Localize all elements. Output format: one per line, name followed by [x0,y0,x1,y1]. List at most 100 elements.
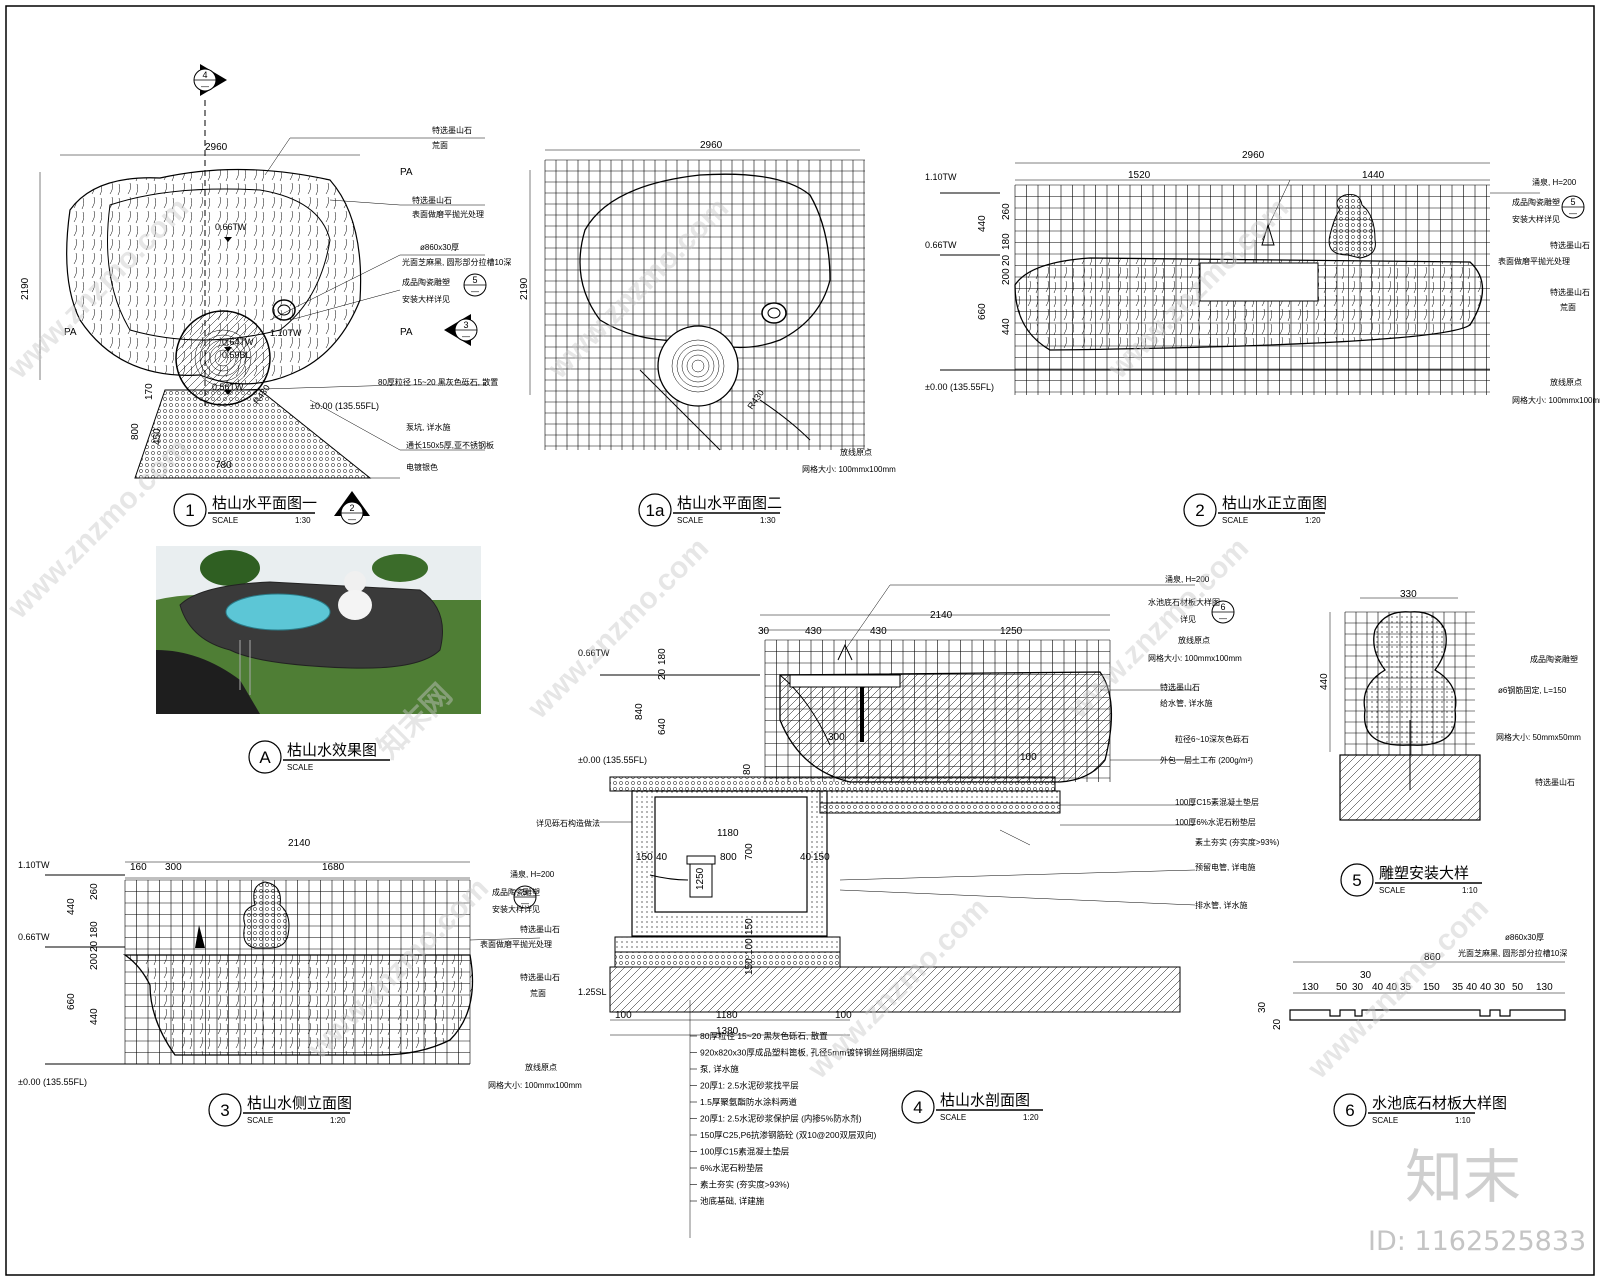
v4-dim-40b: 40 [800,852,812,863]
title-number-v5: 5 [1352,871,1361,890]
title-number-vA: A [259,748,271,767]
v4-layer-list: 80厚粒径 15~20 黑灰色砾石, 散置920x820x30厚成品塑料篦板, … [690,1031,923,1206]
v1-lv-000: ±0.00 (135.55FL) [310,401,379,411]
v6-dim-30: 30 [1360,970,1372,981]
title-circle-v2 [1183,493,1217,527]
callout-sheet-c2: — [348,515,356,524]
v3-dim-200: 200 [89,953,100,970]
v2-dim-1440: 1440 [1362,170,1385,181]
v4-dim-40a: 40 [656,852,668,863]
title-scale-v5: 1:10 [1462,886,1478,895]
v4-note-1: 涌泉, H=200 [1165,574,1210,584]
v1a-note-grid: 网格大小: 100mmx100mm [802,464,896,474]
view-5-sculpture-detail [1329,597,1481,821]
v3-note-6: 特选墨山石 [520,972,560,982]
watermark-id: ID: 1162525833 [1368,1226,1586,1257]
callout-number-c6: 6 [1220,602,1225,612]
v1-note-12: 电镀银色 [406,462,438,472]
v2-note-1: 涌泉, H=200 [1532,177,1577,187]
title-scale-label-v1a: SCALE [677,516,703,525]
v4-dim-430a: 430 [805,626,822,637]
view-6-slab-detail [1289,961,1566,1021]
v1-note-10: 泵坑, 详水施 [406,422,450,432]
v4-dim-300: 300 [828,732,845,743]
v2-dim-200: 200 [1001,268,1012,285]
v4-layer-item: 20厚1: 2.5水泥砂浆找平层 [700,1081,799,1091]
title-scale-label-v5: SCALE [1379,886,1405,895]
v4-note-2: 水池底石材板大样图 [1148,597,1220,607]
v4-layer-item: 20厚1: 2.5水泥砂浆保护层 (内掺5%防水剂) [700,1114,862,1124]
watermark-5: www.znzmo.com [521,532,715,726]
v3-note-5: 表面做磨平抛光处理 [480,939,552,949]
v4-layer-item: 920x820x30厚成品塑料篦板, 孔径5mm镀锌钢丝网捆绑固定 [700,1048,923,1058]
v4-dim-150b: 150 [813,852,830,863]
v4-note-6: 特选墨山石 [1160,682,1200,692]
v1-note-8: 安装大样详见 [402,294,450,304]
v1-pa1: PA [400,167,413,178]
v2-note-6: 特选墨山石 [1550,287,1590,297]
v2-dim-20: 20 [1001,254,1012,266]
title-circle-vA [248,740,282,774]
title-number-v6: 6 [1345,1101,1354,1120]
title-scale-v2: 1:20 [1305,516,1321,525]
v6-dim-35b: 35 [1452,982,1464,993]
v4-note-13: 预留电管, 详电施 [1195,862,1255,872]
v6-dim-30c: 30 [1494,982,1506,993]
v4-lv-066: 0.66TW [578,648,610,658]
v6-dim-v20: 20 [1272,1018,1283,1030]
v4-lv-125: 1.25SL [578,987,607,997]
title-text-vA: 枯山水效果图 [287,742,377,759]
sheet-border [5,5,1595,1276]
v4-dim-150a: 150 [636,852,653,863]
callout-symbols: 4—3—2—5—5—5—6— [193,64,1585,909]
callout-sheet-c5a: — [471,287,479,296]
v1a-dim-width: 2960 [700,140,723,151]
v6-dim-40b: 40 [1386,982,1398,993]
v4-note-8: 粒径6~10深灰色砾石 [1175,734,1249,744]
view-a-render [156,546,481,714]
title-text-v1a: 枯山水平面图二 [677,495,782,512]
v4-note-3: 详见 [1180,614,1196,624]
v4-note-5: 网格大小: 100mmx100mm [1148,653,1242,663]
title-scale-v3: 1:20 [330,1116,346,1125]
title-circle-v5 [1340,863,1374,897]
v4-dim-2140: 2140 [930,610,953,621]
v1-dim-780: 780 [215,460,232,471]
v1-lv-110: 1.10TW [270,328,302,338]
v3-note-9: 网格大小: 100mmx100mm [488,1080,582,1090]
v5-note-2: ø6钢筋固定, L=150 [1498,685,1567,695]
v4-note-11: 100厚6%水泥石粉垫层 [1175,817,1256,827]
v2-dim-width: 2960 [1242,150,1265,161]
v3-lv-066: 0.66TW [18,932,50,942]
v2-note-5: 表面做磨平抛光处理 [1498,256,1570,266]
v4-layer-item: 150厚C25,P6抗渗钢筋砼 (双10@200双层双向) [700,1130,876,1140]
callout-sheet-c6: — [1219,614,1227,623]
v2-note-2: 成品陶瓷雕塑 [1512,197,1560,207]
v3-dim-20: 20 [89,940,100,952]
callout-number-c3: 3 [463,320,468,330]
v3-dim-160: 160 [130,862,147,873]
v4-dim-800: 800 [720,852,737,863]
v2-dim-440: 440 [977,215,988,232]
v4-note-15: 详见砾石构造做法 [536,818,600,828]
title-scale-v4: 1:20 [1023,1113,1039,1122]
title-circle-v4 [901,1090,935,1124]
v4-note-14: 排水管, 详水施 [1195,900,1247,910]
v3-lv-110: 1.10TW [18,860,50,870]
title-scale-label-v4: SCALE [940,1113,966,1122]
v3-dim-440b: 440 [89,1008,100,1025]
v6-dim-860: 860 [1424,952,1441,963]
title-scale-v1a: 1:30 [760,516,776,525]
v4-dim-840: 840 [634,703,645,720]
v1a-dim-height: 2190 [519,277,530,300]
v1-lv-064: 0.64TW [222,337,254,347]
v1-note-9: 80厚粒径 15~20 黑灰色砾石, 散置 [378,377,498,387]
v5-note-3: 网格大小: 50mmx50mm [1496,732,1581,742]
v4-dim-150d: 150 [744,958,755,975]
v2-lv-000: ±0.00 (135.55FL) [925,382,994,392]
v1-note-1: 特选墨山石 [432,125,472,135]
v2-dim-440b: 440 [1001,318,1012,335]
v3-dim-660: 660 [66,993,77,1010]
title-circle-v1 [173,493,207,527]
v3-note-8: 放线原点 [525,1062,557,1072]
